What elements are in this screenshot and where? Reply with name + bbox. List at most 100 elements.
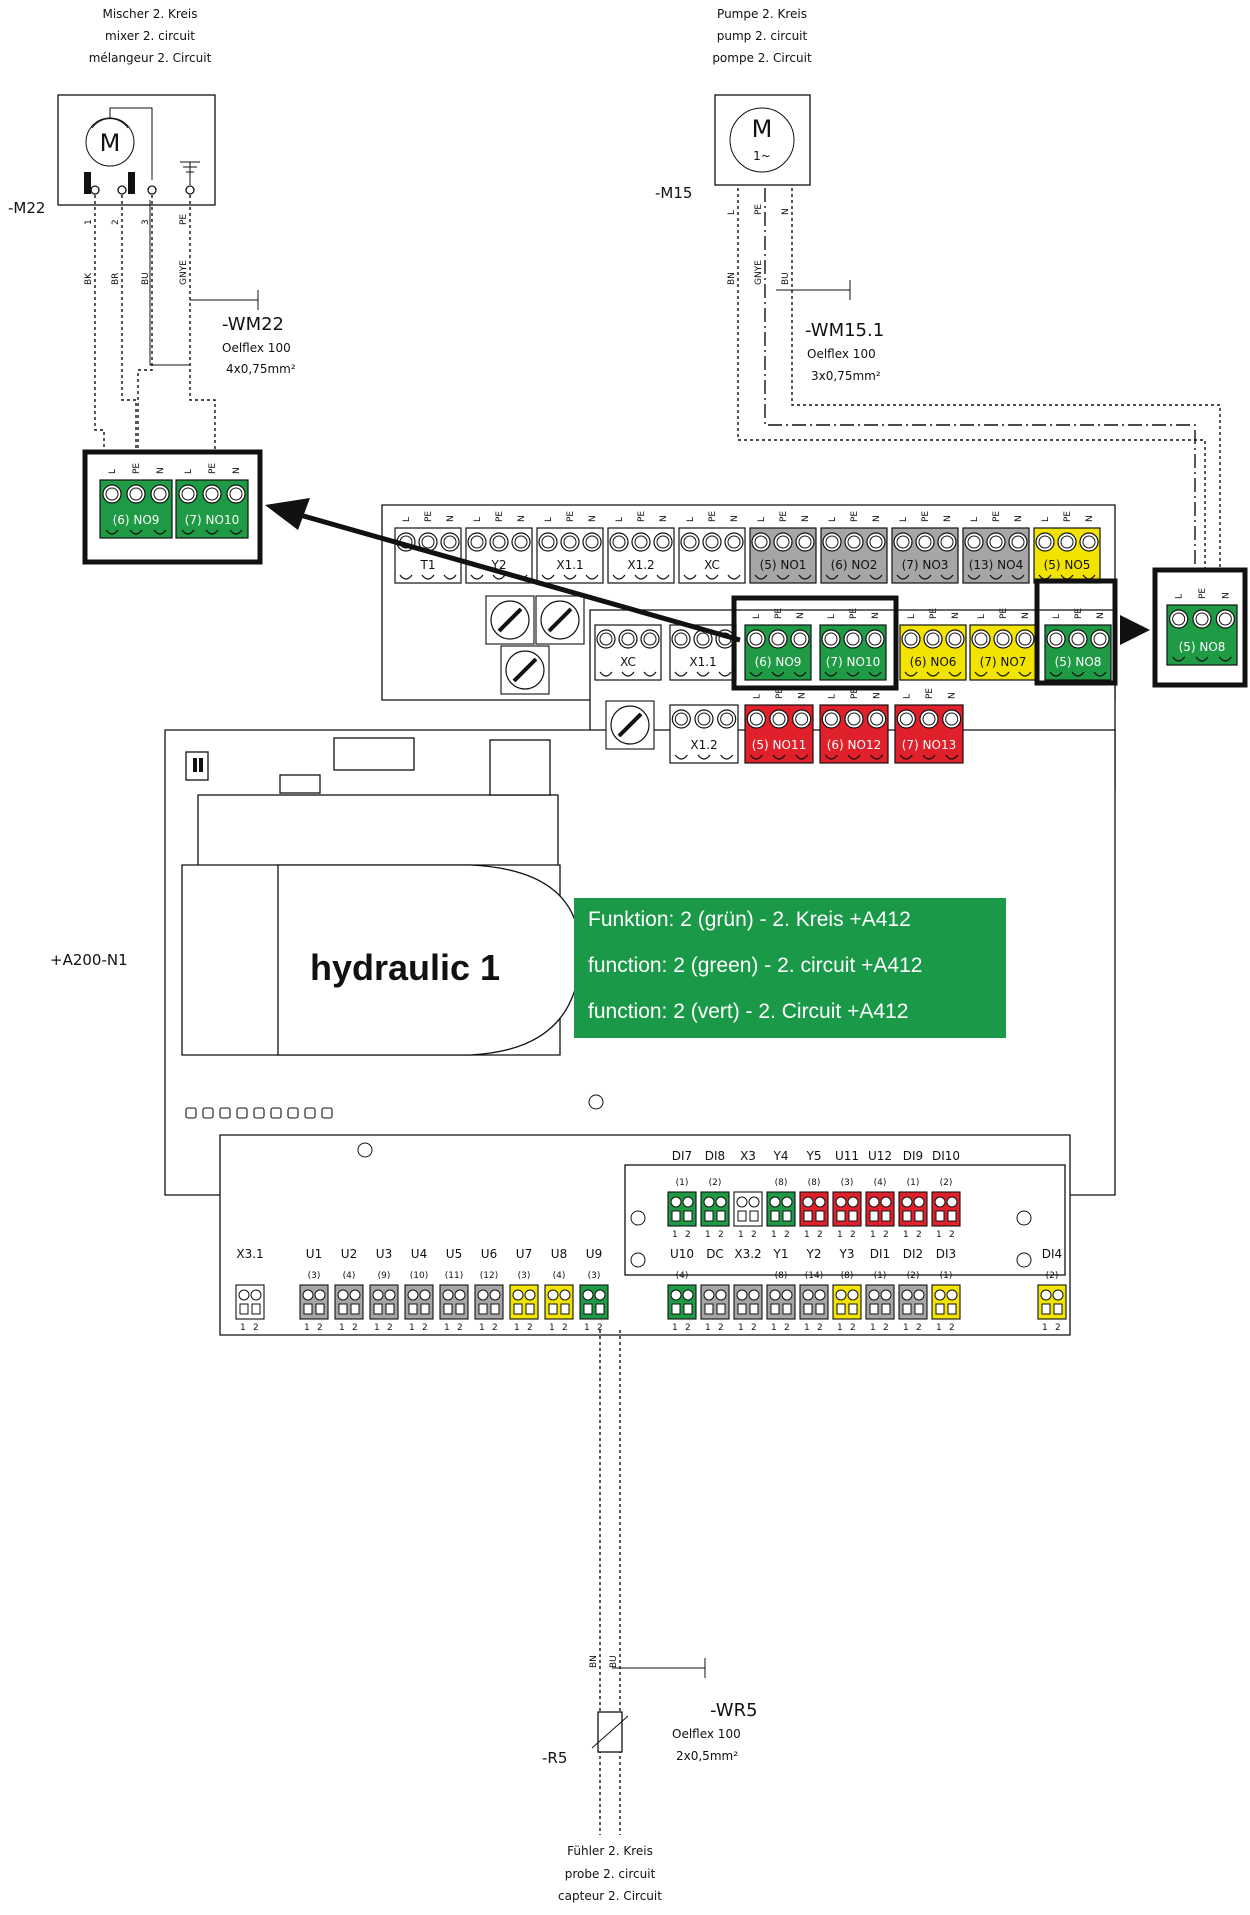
signal-number: (14) — [805, 1271, 823, 1281]
pump-label-fr: pompe 2. Circuit — [712, 51, 812, 65]
pin-label: L — [752, 614, 762, 619]
pin-label: PE — [775, 688, 785, 699]
pump-tag: -M15 — [655, 184, 692, 202]
terminal-label: (7) NO10 — [826, 655, 881, 669]
signal-label: U11 — [835, 1149, 859, 1163]
signal-label: DI3 — [936, 1247, 956, 1261]
pin-label: PE — [921, 511, 931, 522]
pin-label: L — [970, 517, 980, 522]
pin-label: L — [1041, 517, 1051, 522]
pin-label: N — [1021, 612, 1031, 619]
sensor-tag: -R5 — [542, 1749, 567, 1767]
terminal-block: XC — [594, 624, 662, 681]
signal-label: Y2 — [806, 1247, 822, 1261]
signal-label: DI10 — [932, 1149, 960, 1163]
signal-number: (2) — [709, 1178, 722, 1188]
pin-number: 2 — [916, 1323, 922, 1333]
signal-label: U10 — [670, 1247, 694, 1261]
pin-number: 2 — [253, 1323, 259, 1333]
pump-terminal-label: L — [727, 210, 737, 215]
sensor-wire-color-label: BN — [589, 1655, 599, 1668]
pin-label: N — [873, 692, 883, 699]
mixer-device: Mischer 2. Kreis mixer 2. circuit mélang… — [8, 7, 296, 376]
terminal-label: (6) NO9 — [755, 655, 802, 669]
pin-number: 1 — [549, 1323, 555, 1333]
terminal-block: X1.2 — [669, 704, 739, 764]
pin-label: PE — [566, 511, 576, 522]
pin-number: 1 — [771, 1230, 777, 1240]
pin-label: PE — [850, 688, 860, 699]
mixer-cable-type: Oelflex 100 — [222, 341, 291, 355]
signal-number: (1) — [940, 1271, 953, 1281]
pin-label: PE — [779, 511, 789, 522]
signal-number: (4) — [874, 1178, 887, 1188]
signal-number: (3) — [588, 1271, 601, 1281]
pin-label: N — [951, 612, 961, 619]
signal-number: (8) — [775, 1178, 788, 1188]
pin-label: L — [907, 614, 917, 619]
terminal-label: (6) NO2 — [831, 558, 878, 572]
pin-number: 2 — [850, 1323, 856, 1333]
pump-motor-sub: 1~ — [753, 149, 771, 163]
mixer-terminal-label: 3 — [141, 219, 151, 225]
pin-number: 1 — [936, 1323, 942, 1333]
pin-label: N — [943, 515, 953, 522]
arrow-to-zoom-right — [1120, 615, 1150, 645]
mixer-wiring — [94, 195, 259, 475]
pin-number: 1 — [672, 1230, 678, 1240]
pin-label: N — [446, 515, 456, 522]
pin-number: 1 — [514, 1323, 520, 1333]
pin-number: 2 — [784, 1230, 790, 1240]
led-icon — [185, 1107, 197, 1119]
pin-label: PE — [849, 608, 859, 619]
terminal-label: (6) NO6 — [910, 655, 957, 669]
signal-label: X3.2 — [734, 1247, 761, 1261]
pin-label: N — [517, 515, 527, 522]
terminal-label: T1 — [420, 558, 436, 572]
pin-number: 1 — [409, 1323, 415, 1333]
pin-label: PE — [992, 511, 1002, 522]
signal-label: DC — [706, 1247, 724, 1261]
pin-number: 1 — [903, 1230, 909, 1240]
pump-label-de: Pumpe 2. Kreis — [717, 7, 807, 21]
controller-name: hydraulic 1 — [310, 947, 500, 988]
terminal-label: (5) NO5 — [1044, 558, 1091, 572]
mixer-motor-letter: M — [100, 129, 121, 157]
signal-number: (8) — [841, 1271, 854, 1281]
signal-number: (12) — [480, 1271, 498, 1281]
signal-label: U2 — [341, 1247, 357, 1261]
led-icon — [321, 1107, 333, 1119]
pin-number: 1 — [837, 1323, 843, 1333]
pump-cable-size: 3x0,75mm² — [811, 369, 881, 383]
pin-number: 2 — [352, 1323, 358, 1333]
signal-label: Y1 — [773, 1247, 789, 1261]
pin-number: 1 — [584, 1323, 590, 1333]
signal-number: (9) — [378, 1271, 391, 1281]
terminal-label: (6) NO9 — [113, 513, 160, 527]
pin-label: PE — [495, 511, 505, 522]
pin-label: L — [108, 469, 118, 474]
pin-label: PE — [1198, 588, 1208, 599]
